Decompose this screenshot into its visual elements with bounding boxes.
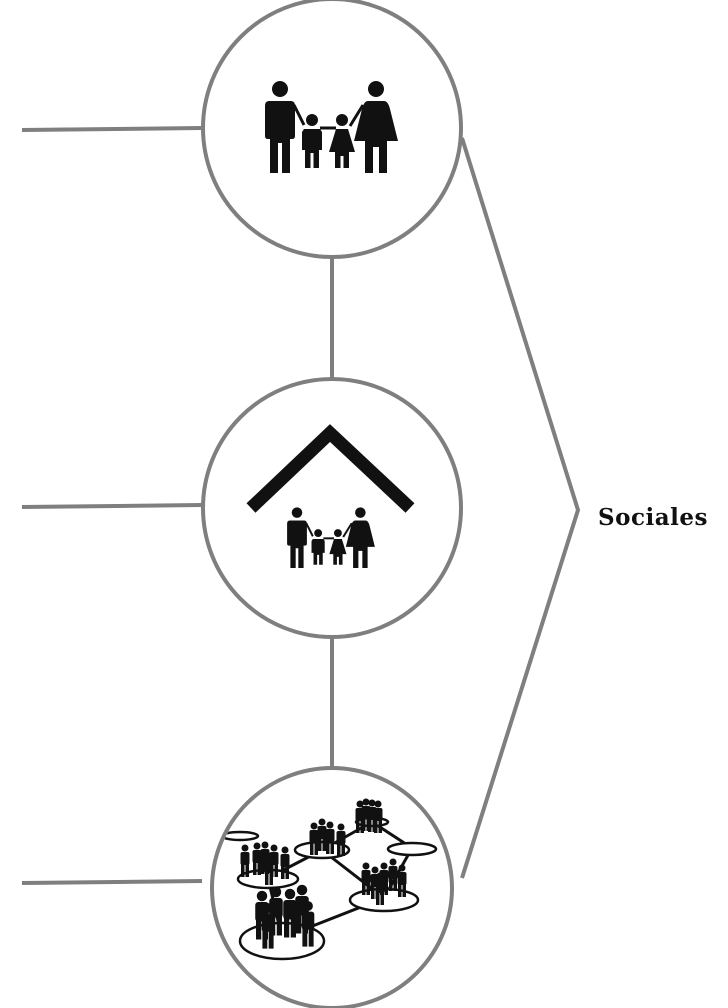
- bracket-line: [460, 137, 581, 879]
- roof-icon: [246, 424, 415, 513]
- left-connector-middle: [21, 503, 203, 509]
- left-connector-bottom: [21, 879, 203, 885]
- connector-lines: [21, 126, 581, 885]
- social-network-icon: [220, 798, 438, 961]
- node-circle-bottom: [210, 766, 454, 1008]
- left-connector-top: [21, 126, 203, 132]
- node-circle-middle: [201, 377, 463, 639]
- sociales-label: Sociales: [598, 504, 708, 531]
- family-home-icon: [246, 424, 415, 568]
